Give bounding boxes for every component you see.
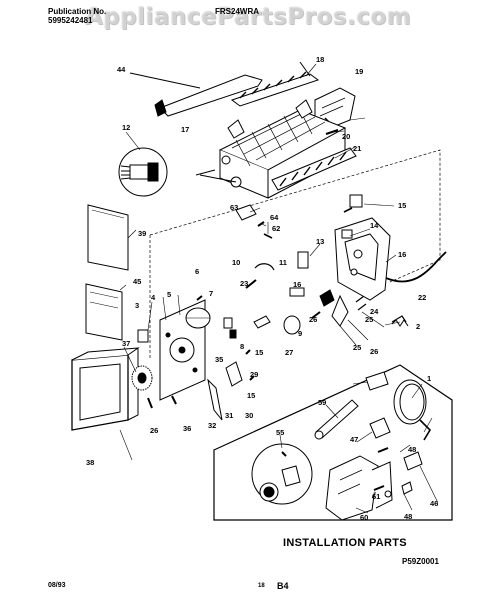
callout-17: 17 — [181, 125, 189, 134]
publication-label: Publication No. — [48, 7, 107, 16]
callout-21: 21 — [353, 144, 361, 153]
part-36-shield — [85, 283, 123, 341]
callout-26-c: 26 — [150, 426, 158, 435]
installation-box — [213, 364, 453, 521]
callout-20: 20 — [342, 132, 350, 141]
callout-15-low: 15 — [247, 391, 255, 400]
part-14-housing — [334, 217, 391, 301]
callout-11: 11 — [279, 258, 287, 267]
callout-19: 19 — [355, 67, 363, 76]
callout-25-b: 25 — [353, 343, 361, 352]
callout-5: 5 — [167, 290, 171, 299]
callout-8: 8 — [240, 342, 244, 351]
callout-30: 30 — [245, 411, 253, 420]
callout-3: 3 — [135, 301, 139, 310]
callout-7: 7 — [209, 289, 213, 298]
callout-15-top: 15 — [398, 201, 406, 210]
callout-60: 62 — [272, 224, 280, 233]
callout-2: 2 — [416, 322, 420, 331]
callout-45: 47 — [350, 435, 358, 444]
part-37-pad — [87, 204, 129, 271]
callout-18: 18 — [316, 55, 324, 64]
callout-29: 29 — [250, 370, 258, 379]
leader-lines — [119, 63, 439, 514]
part-20-screw — [325, 129, 339, 135]
callout-15-mid: 15 — [255, 348, 263, 357]
part-38-front-cover — [71, 347, 140, 431]
callout-62: 64 — [270, 213, 279, 222]
callout-13: 13 — [316, 237, 324, 246]
callout-33: 35 — [215, 355, 223, 364]
part-17-ice-mold — [195, 99, 347, 199]
footer-date: 08/93 — [48, 582, 66, 589]
part-39-arm — [129, 72, 263, 117]
callout-48: 48 — [408, 445, 416, 454]
callout-34: 36 — [183, 424, 191, 433]
callout-55: 60 — [360, 513, 368, 522]
part-2-spring — [391, 319, 409, 327]
callout-26-a: 23 — [240, 279, 248, 288]
callout-32: 32 — [208, 421, 216, 430]
callout-26-b: 26 — [309, 315, 317, 324]
part-22-arm — [385, 251, 447, 283]
callout-25-a: 25 — [365, 315, 373, 324]
part-15-screw — [343, 207, 353, 213]
callout-31: 31 — [225, 411, 233, 420]
installation-parts-title: INSTALLATION PARTS — [283, 537, 407, 549]
callout-24: 26 — [370, 347, 378, 356]
model-number: FRS24WRA — [215, 7, 260, 16]
callout-35: 37 — [122, 339, 130, 348]
callout-22: 22 — [418, 293, 426, 302]
callout-47: 55 — [276, 428, 284, 437]
callout-27: 27 — [285, 348, 293, 357]
callout-39: 44 — [117, 65, 126, 74]
callout-1: 1 — [427, 374, 431, 383]
part-15-clip — [349, 194, 363, 208]
callout-16-right: 16 — [398, 250, 406, 259]
part-3-switch — [137, 329, 149, 343]
callout-12: 12 — [122, 123, 130, 132]
callout-14: 14 — [370, 221, 379, 230]
part-12-harness — [118, 147, 168, 197]
callout-36: 38 — [86, 458, 94, 467]
callout-46: 48 — [404, 512, 412, 521]
callout-51: 59 — [318, 398, 326, 407]
upper-assembly-outline — [149, 149, 441, 360]
footer-section: B4 — [277, 581, 289, 591]
callout-61: 63 — [230, 203, 238, 212]
part-7-motor — [185, 307, 211, 329]
callout-37: 39 — [138, 229, 146, 238]
callout-44: 46 — [430, 499, 438, 508]
callout-6: 6 — [195, 267, 199, 276]
callout-16-mid: 16 — [293, 280, 301, 289]
callout-9: 9 — [298, 329, 302, 338]
small-parts — [147, 251, 407, 421]
watermark: AppliancePartsPros.com — [84, 4, 412, 30]
part-35-gear — [131, 365, 153, 391]
callout-38: 45 — [133, 277, 141, 286]
callout-23: 24 — [370, 307, 379, 316]
callout-10: 10 — [232, 258, 240, 267]
callout-59: 61 — [372, 492, 380, 501]
callout-labels: 44 18 19 12 17 20 21 63 64 62 15 14 39 1… — [86, 55, 438, 522]
figure-code: P59Z0001 — [402, 557, 439, 566]
callout-4: 4 — [151, 293, 156, 302]
footer-page: 18 — [258, 583, 265, 589]
publication-number: 5995242481 — [48, 16, 93, 25]
part-21-ejector — [271, 147, 357, 191]
part-61-bracket — [235, 204, 273, 239]
